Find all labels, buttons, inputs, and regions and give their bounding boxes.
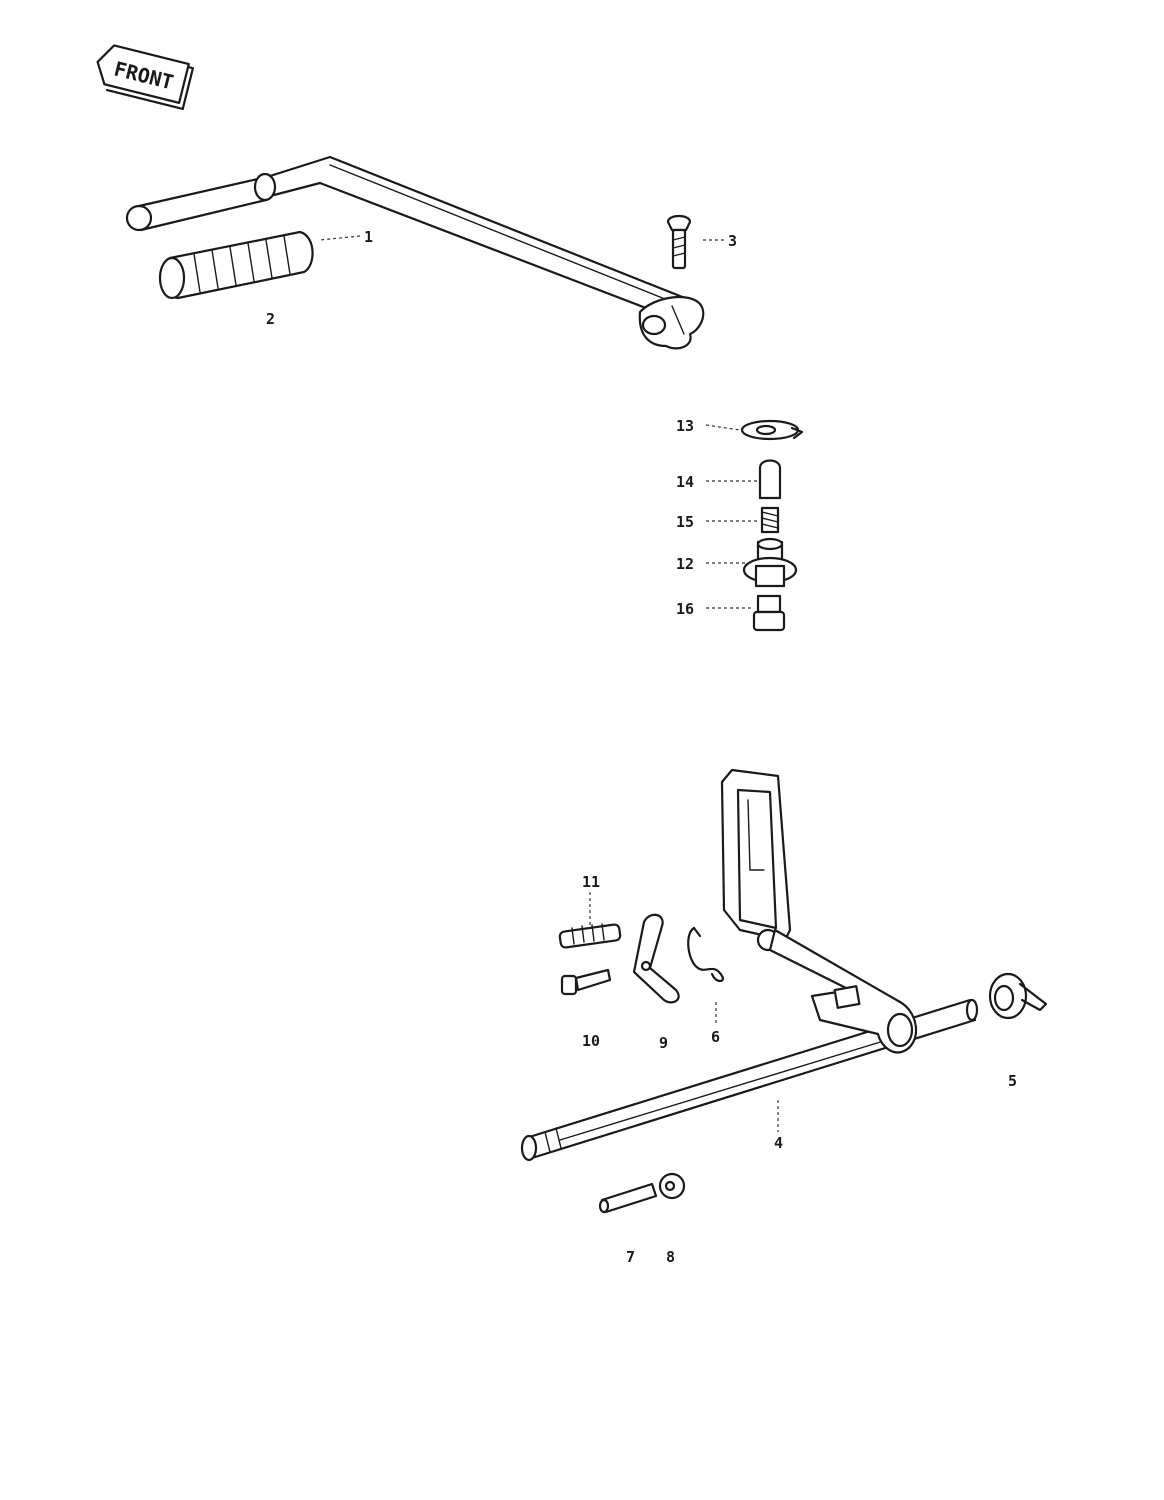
callout-15: 15	[676, 513, 694, 531]
callout-2: 2	[266, 310, 275, 328]
washer-13	[740, 419, 804, 441]
pin-7	[598, 1182, 658, 1214]
leader-lines	[319, 235, 779, 1132]
oil-seal-5	[988, 972, 1048, 1020]
plate-9	[632, 913, 680, 1004]
spring-11	[558, 923, 622, 949]
callout-16: 16	[676, 600, 694, 618]
callout-4: 4	[774, 1134, 783, 1152]
callout-6: 6	[711, 1028, 720, 1046]
pedal-rubber	[158, 230, 314, 300]
callout-3: 3	[728, 232, 737, 250]
callout-14: 14	[676, 473, 694, 491]
callout-10: 10	[582, 1032, 600, 1050]
pin-14	[758, 459, 782, 500]
callout-12: 12	[676, 555, 694, 573]
callout-7: 7	[626, 1248, 635, 1266]
shift-pedal	[125, 155, 705, 350]
shift-shaft	[520, 768, 979, 1162]
bolt-3	[666, 214, 692, 270]
front-arrow-icon: FRONT	[96, 44, 195, 111]
collar-16	[752, 594, 786, 632]
callout-11: 11	[582, 873, 600, 891]
callout-1: 1	[364, 228, 373, 246]
nut-8	[658, 1172, 686, 1200]
bushing-12	[742, 537, 798, 588]
bolt-10	[560, 968, 612, 996]
callout-9: 9	[659, 1034, 668, 1052]
callout-13: 13	[676, 417, 694, 435]
callout-5: 5	[1008, 1072, 1017, 1090]
spring-clip-6	[687, 926, 724, 983]
spring-15	[760, 506, 780, 534]
callout-8: 8	[666, 1248, 675, 1266]
